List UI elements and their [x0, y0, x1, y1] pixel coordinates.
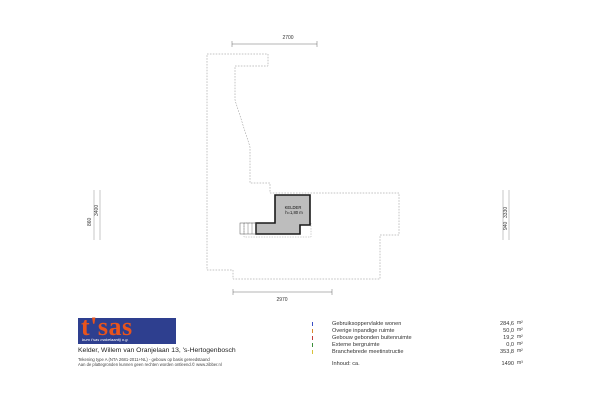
- legend-label: Branchebrede meetinstructie: [332, 349, 404, 355]
- legend-label: Gebouw gebonden buitenruimte: [332, 335, 412, 341]
- legend-swatch: [312, 343, 316, 347]
- legend-value: 353,8: [500, 349, 514, 355]
- disclaimer-note: Aan de plattegronden kunnen geen rechten…: [78, 362, 222, 367]
- building-outline: [206, 53, 400, 280]
- legend-swatch: [312, 336, 316, 340]
- dim-left-outer: 860: [87, 217, 93, 226]
- room-name: KELDER: [285, 205, 302, 210]
- legend-row: Gebruiksoppervlakte wonen 284,6 m²: [312, 320, 532, 328]
- legend-label: Gebruiksoppervlakte wonen: [332, 321, 402, 327]
- legend-row: Gebouw gebonden buitenruimte 19,2 m²: [312, 334, 532, 342]
- room-kelder: KELDER h=1,80 m: [239, 194, 311, 235]
- dimension-bottom: 2970: [232, 289, 333, 303]
- volume-label: Inhoud: ca.: [332, 361, 360, 367]
- volume-row: Inhoud: ca. 1490 m³: [312, 360, 532, 369]
- dim-bottom-label: 2970: [276, 297, 287, 303]
- legend-value: 50,0: [503, 328, 514, 334]
- legend-unit: m²: [517, 320, 523, 326]
- dim-top-label: 2700: [282, 35, 293, 41]
- legend-unit: m²: [517, 348, 523, 354]
- legend-label: Overige inpandige ruimte: [332, 328, 395, 334]
- legend-unit: m²: [517, 341, 523, 347]
- legend-swatch: [312, 350, 316, 354]
- legend-unit: m²: [517, 327, 523, 333]
- dim-left-inner: 3400: [94, 205, 100, 216]
- legend-value: 284,6: [500, 321, 514, 327]
- dimension-left: 860 3400: [87, 190, 101, 240]
- volume-value: 1490: [501, 361, 514, 367]
- legend-label: Externe bergruimte: [332, 342, 380, 348]
- legend-row: Branchebrede meetinstructie 353,8 m²: [312, 348, 532, 356]
- legend-row: Externe bergruimte 0,0 m²: [312, 341, 532, 349]
- legend-swatch: [312, 329, 316, 333]
- dim-right-inner: 3330: [503, 207, 509, 218]
- legend-swatch: [312, 322, 316, 326]
- legend-unit: m²: [517, 334, 523, 340]
- area-legend: Gebruiksoppervlakte wonen 284,6 m² Overi…: [312, 320, 532, 356]
- dimension-top: 2700: [231, 35, 318, 47]
- volume-unit: m³: [517, 360, 523, 366]
- dim-right-outer: 940: [503, 221, 509, 230]
- logo-subtitle: buro t'sas makelaardij o.g.: [82, 337, 129, 342]
- logo-text: t'sas: [81, 312, 133, 341]
- dimension-right: 3330 940: [502, 190, 510, 240]
- room-height: h=1,80 m: [285, 210, 303, 215]
- brand-logo: t'sas buro t'sas makelaardij o.g.: [78, 313, 176, 344]
- legend-value: 0,0: [506, 342, 514, 348]
- legend-row: Overige inpandige ruimte 50,0 m²: [312, 327, 532, 335]
- legend-value: 19,2: [503, 335, 514, 341]
- drawing-note: Tekening type A (NTA 2681-2011+NL) - geb…: [78, 357, 210, 362]
- property-address: Kelder, Willem van Oranjelaan 13, 's-Her…: [78, 347, 236, 354]
